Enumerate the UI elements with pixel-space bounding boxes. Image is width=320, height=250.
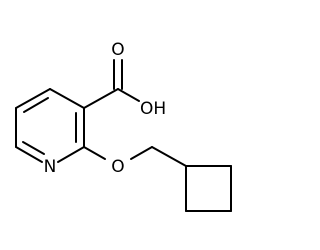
carboxylic-acid-group — [83, 59, 140, 109]
atom-label-ring-n: N — [44, 157, 57, 177]
bond-c6-n1-inner — [22, 141, 45, 155]
bond-carboxyl-oh — [117, 88, 140, 102]
chemical-structure: O OH N O — [15, 40, 232, 212]
cyclobutylmethoxy-group — [83, 146, 232, 212]
bond-ether-o-ch2 — [130, 146, 153, 160]
bond-c4-c5 — [15, 88, 51, 109]
bond-c2-ether-o — [83, 146, 106, 160]
bond-c3-c4 — [49, 88, 85, 109]
bond-ch2-ring — [151, 146, 187, 167]
pyridine-ring — [15, 88, 85, 163]
bond-c4-c5-inner — [23, 97, 49, 113]
bond-c3-carboxyl — [83, 88, 119, 109]
atom-label-hydroxyl: OH — [140, 99, 166, 119]
atom-label-ether-o: O — [111, 157, 124, 177]
bond-n1-c2 — [57, 146, 85, 163]
atom-label-carbonyl-o: O — [111, 40, 124, 60]
bond-c6-n1 — [15, 146, 43, 163]
